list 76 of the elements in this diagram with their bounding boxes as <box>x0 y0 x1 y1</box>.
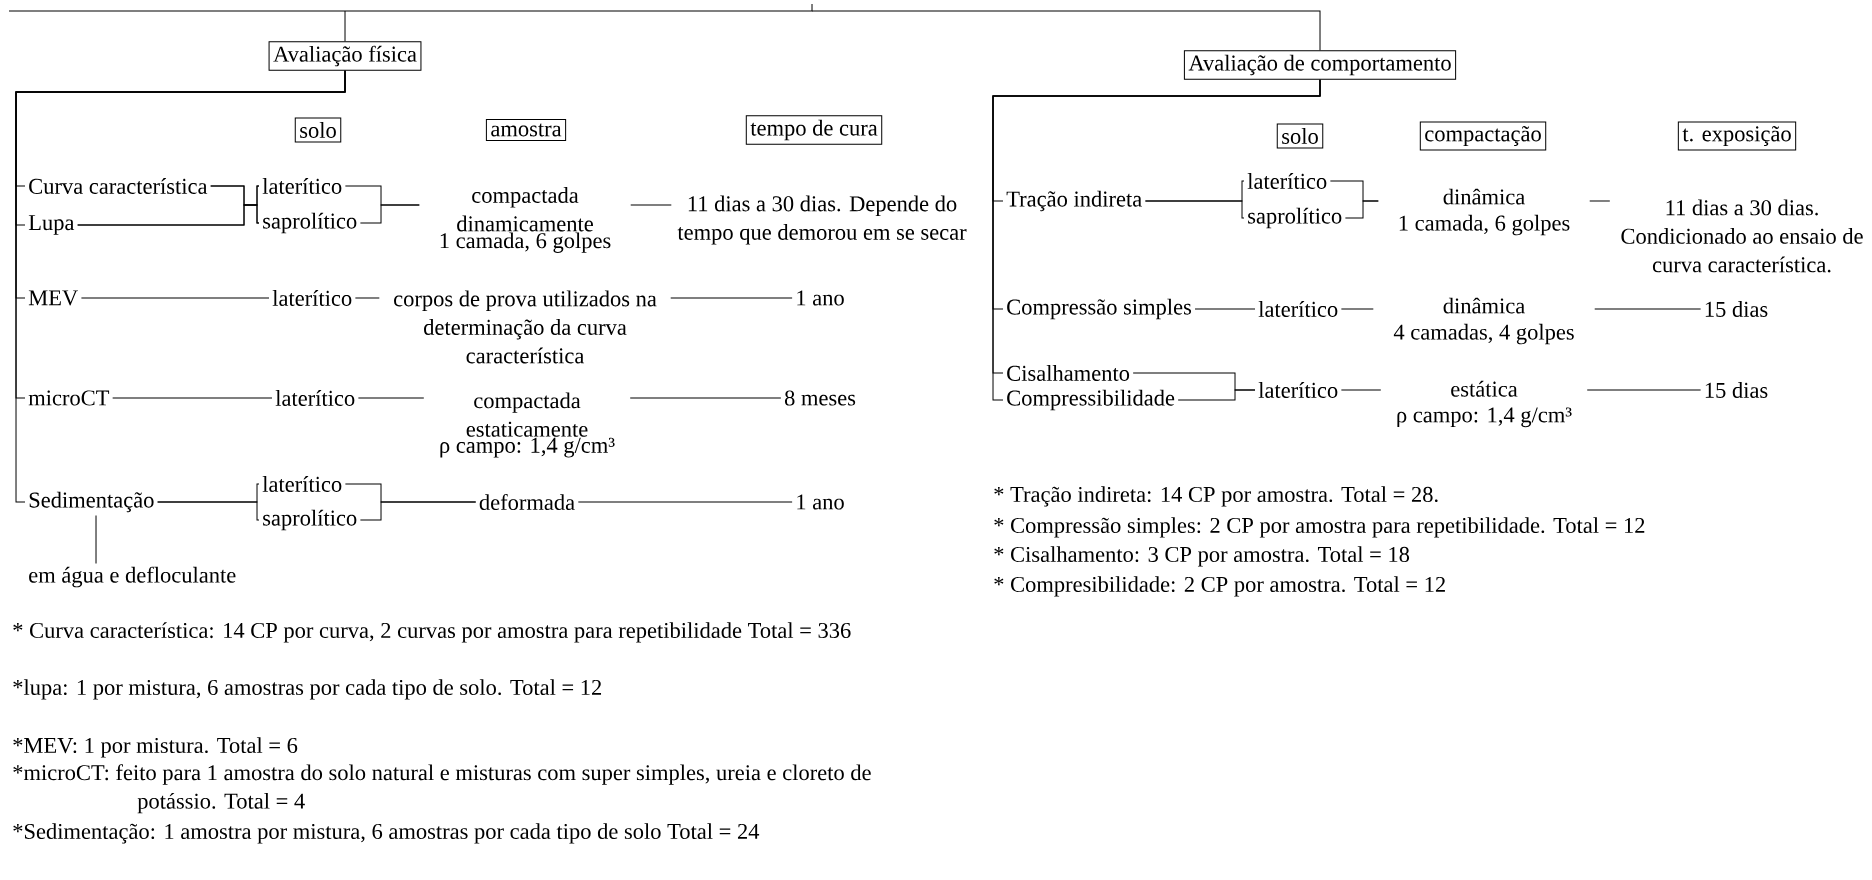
sample-description: deformada <box>479 493 575 511</box>
test-name: Sedimentação <box>29 491 154 513</box>
connector-line <box>357 397 425 399</box>
connector-line <box>8 3 813 42</box>
connector-line <box>1586 389 1702 391</box>
heading-box: Avaliação de comportamento <box>1183 50 1457 80</box>
connector-line <box>359 501 477 521</box>
connector-line <box>577 501 793 503</box>
connector-line <box>1340 308 1374 310</box>
connector-line <box>80 297 270 299</box>
compaction-label: dinâmica 1 camada, 6 golpes <box>1399 188 1570 236</box>
column-header-box: solo <box>1276 123 1324 149</box>
column-header-box: amostra <box>485 119 567 141</box>
footnote: * Cisalhamento: 3 CP por amostra. Total = 18 <box>994 546 1410 567</box>
connector-line <box>1144 200 1245 219</box>
soil-type-label: laterítico <box>262 476 342 492</box>
sample-description: corpos de prova utilizados na determinação da curva característica <box>394 290 657 364</box>
soil-type-label: laterítico <box>1247 173 1327 189</box>
footnote: *lupa: 1 por mistura, 6 amostras por cada tipo de solo. Total = 12 <box>13 679 601 700</box>
compaction-label: dinâmica 4 camadas, 4 golpes <box>1393 297 1574 345</box>
connector-line <box>95 514 97 564</box>
soil-type-label: saprolítico <box>1248 207 1342 229</box>
connector-line <box>157 501 260 521</box>
soil-type-label: laterítico <box>262 178 342 194</box>
compaction-label: estática ρ campo: 1,4 g/cm³ <box>1397 380 1572 428</box>
soil-type-label: saprolítico <box>263 212 357 234</box>
exposure-time-label: 15 dias <box>1705 301 1768 317</box>
exposure-time-label: 11 dias a 30 dias. Condicionado ao ensaio de curva característica. <box>1621 199 1863 273</box>
curing-time-label: 8 meses <box>784 390 856 406</box>
curing-time-label: 11 dias a 30 dias. Depende do tempo que demorou em se secar <box>677 195 967 245</box>
curing-time-label: 1 ano <box>797 494 844 510</box>
footnote: *MEV: 1 por mistura. Total = 6 <box>13 737 298 758</box>
connector-line <box>670 297 793 299</box>
sample-description: compactada estaticamente ρ campo: 1,4 g/cm³ <box>440 392 615 458</box>
connector-line <box>811 10 1321 51</box>
column-header-box: t. exposição <box>1677 121 1797 151</box>
footnote: *microCT: feito para 1 amostra do solo natural e misturas com super simples, ureia e cloreto de potássio. Total = 4 <box>13 764 871 814</box>
connector-line <box>1340 389 1382 391</box>
connector-line <box>112 397 273 399</box>
method-note: em água e defloculante <box>29 566 236 588</box>
test-name: Lupa <box>28 215 75 235</box>
soil-type-label: laterítico <box>275 390 355 406</box>
test-name: MEV <box>28 290 78 306</box>
test-name: microCT <box>28 390 110 406</box>
connector-line <box>630 204 672 206</box>
connector-line <box>1194 308 1256 310</box>
connector-line <box>1589 200 1611 202</box>
column-header-box: tempo de cura <box>745 115 883 145</box>
soil-type-label: laterítico <box>272 290 352 306</box>
connector-line <box>15 70 346 503</box>
test-name: Compressão simples <box>1007 298 1192 320</box>
connector-line <box>1344 200 1379 219</box>
soil-type-label: laterítico <box>1258 301 1338 317</box>
test-name: Tração indireta <box>1006 190 1142 212</box>
soil-type-label: laterítico <box>1258 382 1338 398</box>
connector-line <box>354 297 380 299</box>
connector-line <box>359 204 420 224</box>
column-header-box: compactação <box>1419 121 1547 151</box>
connector-line <box>629 397 782 399</box>
sample-description: compactada dinamicamente 1 camada, 6 golpes <box>440 187 611 253</box>
soil-type-label: saprolítico <box>263 509 357 531</box>
connector-line <box>1177 389 1256 401</box>
test-name: Compressibilidade <box>1007 389 1175 411</box>
heading-box: Avaliação física <box>268 41 422 71</box>
footnote: * Curva característica: 14 CP por curva, 2 curvas por amostra para repetibilidade Total = 336 <box>13 622 851 643</box>
footnote: *Sedimentação: 1 amostra por mistura, 6 amostras por cada tipo de solo Total = 24 <box>13 823 760 844</box>
footnote: * Compresibilidade: 2 CP por amostra. Total = 12 <box>994 576 1445 597</box>
curing-time-label: 1 ano <box>797 290 844 306</box>
footnote: * Compressão simples: 2 CP por amostra para repetibilidade. Total = 12 <box>994 517 1645 538</box>
connector-line <box>77 204 260 226</box>
test-name: Cisalhamento <box>1007 365 1130 381</box>
connector-line <box>1594 308 1702 310</box>
exposure-time-label: 15 dias <box>1705 382 1768 398</box>
column-header-box: solo <box>294 117 342 143</box>
footnote: * Tração indireta: 14 CP por amostra. Total = 28. <box>994 486 1438 507</box>
test-name: Curva característica <box>29 178 208 194</box>
